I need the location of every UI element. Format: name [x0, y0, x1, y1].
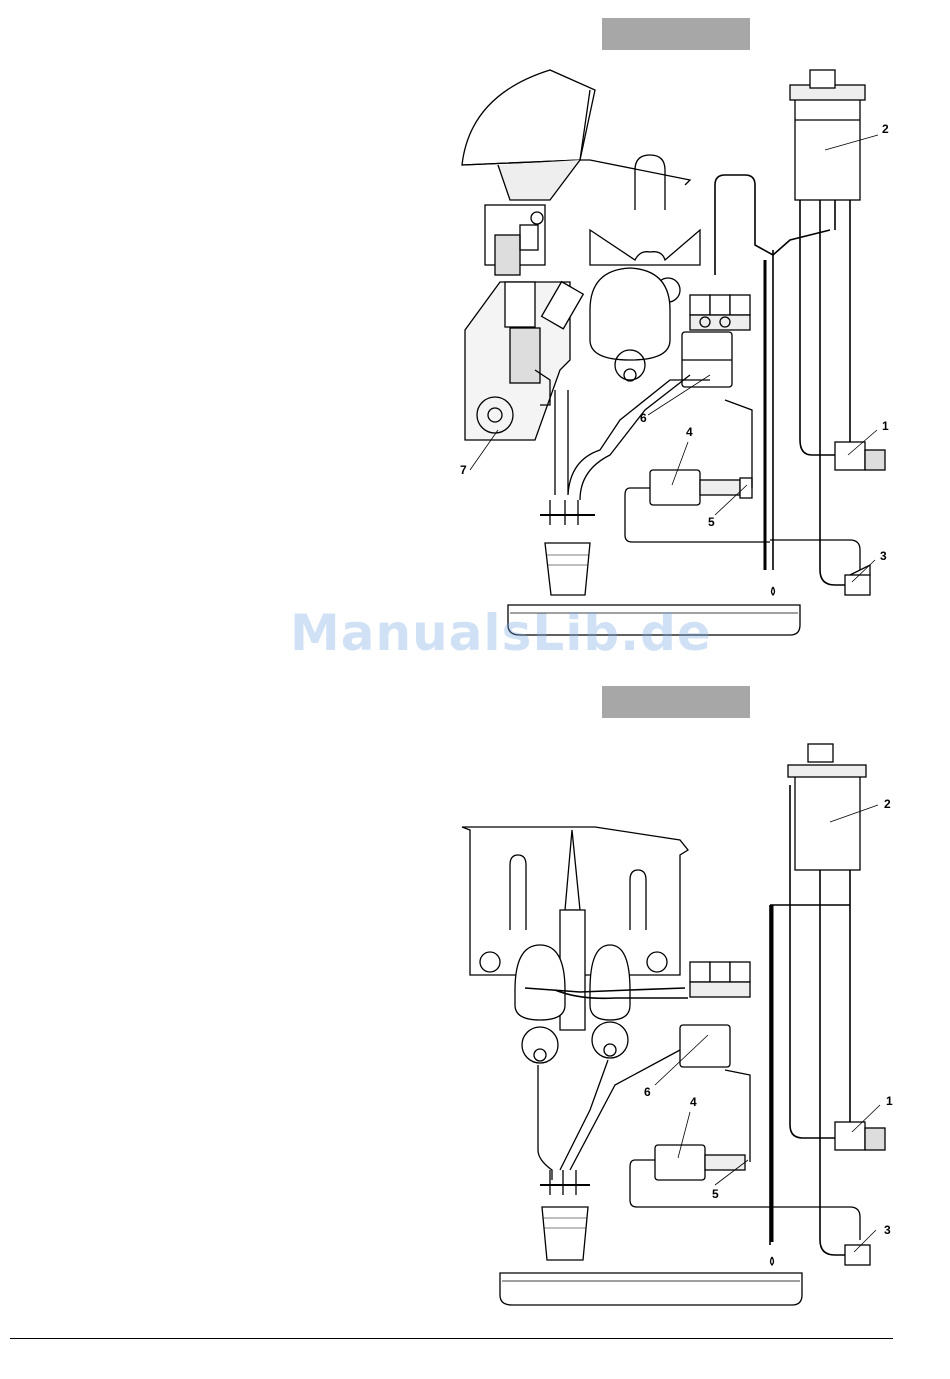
footer-rule: [10, 1338, 893, 1339]
water-pipes-right: [715, 175, 850, 585]
powder-container-housing: [462, 827, 688, 1030]
callout-label-4: 4: [686, 425, 693, 439]
callout-label-5: 5: [708, 515, 715, 529]
drip-tray: [500, 1273, 802, 1305]
callout-label-7: 7: [460, 463, 467, 477]
bean-hopper: [462, 70, 690, 200]
callout-label-6: 6: [644, 1085, 651, 1099]
machine-diagram-bottom: 2 1 3 4 5 6: [440, 730, 910, 1330]
valve-block: [690, 295, 750, 330]
pump: [630, 1070, 860, 1240]
figure-header-bar-top: [602, 18, 750, 50]
water-tank: [790, 70, 865, 200]
cup: [542, 1207, 588, 1260]
grinder: [485, 205, 545, 275]
callout-label-5: 5: [712, 1187, 719, 1201]
solenoid-valve: [835, 442, 885, 470]
boiler: [680, 1025, 730, 1067]
callout-label-2: 2: [882, 122, 889, 136]
callout-label-1: 1: [882, 419, 889, 433]
boiler: [682, 332, 732, 387]
callout-label-6: 6: [640, 411, 647, 425]
callout-label-1: 1: [886, 1094, 893, 1108]
callout-label-4: 4: [690, 1095, 697, 1109]
brewing-unit: [465, 282, 583, 440]
callout-label-2: 2: [884, 797, 891, 811]
valve-block: [690, 962, 750, 997]
cup: [545, 543, 590, 595]
watermark-text: ManualsLib.de: [290, 604, 712, 662]
figure-header-bar-bottom: [602, 686, 750, 718]
callout-label-3: 3: [880, 549, 887, 563]
callout-label-3: 3: [884, 1223, 891, 1237]
solenoid-valve: [835, 1122, 885, 1150]
pump: [625, 400, 860, 570]
overflow-pipe: [771, 905, 774, 1265]
drain-valve: [845, 565, 870, 595]
machine-diagram-top: 2 1 3 4 5 6 7: [440, 60, 910, 650]
water-tank: [788, 744, 866, 870]
